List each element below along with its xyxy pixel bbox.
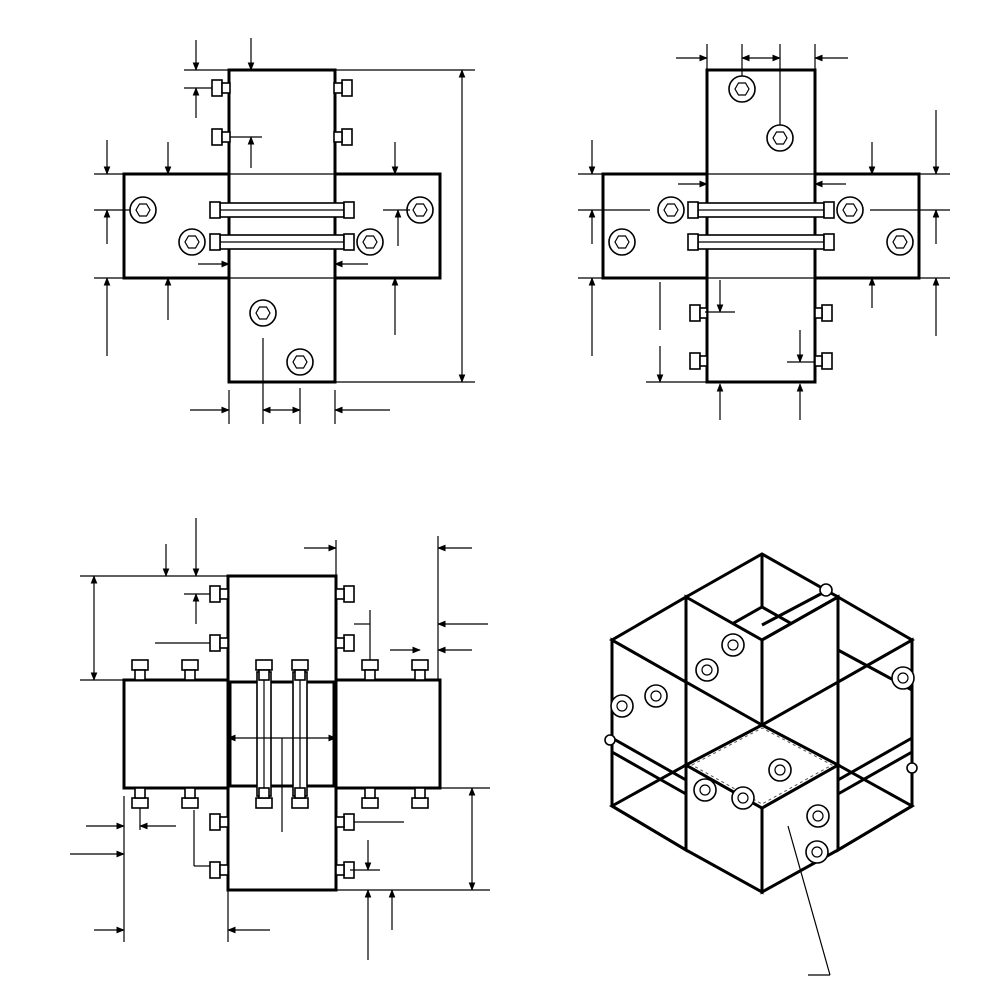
- dimension-lines: [70, 518, 490, 960]
- hex-nut-icon: [129, 196, 434, 376]
- through-rod: [219, 234, 345, 250]
- dimension-lines: [578, 44, 950, 420]
- vertical-post: [227, 68, 337, 384]
- side-view: [578, 44, 950, 420]
- dimension-lines: [94, 38, 475, 424]
- through-rod: [697, 234, 825, 250]
- bolt-side-icon: [687, 201, 835, 370]
- hex-nut-icon: [604, 583, 918, 864]
- vertical-post: [705, 68, 817, 384]
- left-wing-top: [608, 594, 688, 685]
- vertical-post: [226, 574, 338, 892]
- top-view: [70, 518, 490, 960]
- isometric-view: [604, 552, 918, 976]
- bolt-side-icon: [209, 79, 355, 251]
- front-view: [94, 38, 475, 424]
- through-rod: [256, 671, 308, 797]
- bolt-side-icon: [209, 585, 355, 879]
- through-rod: [697, 202, 825, 218]
- leader-line: [787, 825, 831, 976]
- hex-nut-icon: [608, 75, 914, 256]
- through-rod: [219, 202, 345, 218]
